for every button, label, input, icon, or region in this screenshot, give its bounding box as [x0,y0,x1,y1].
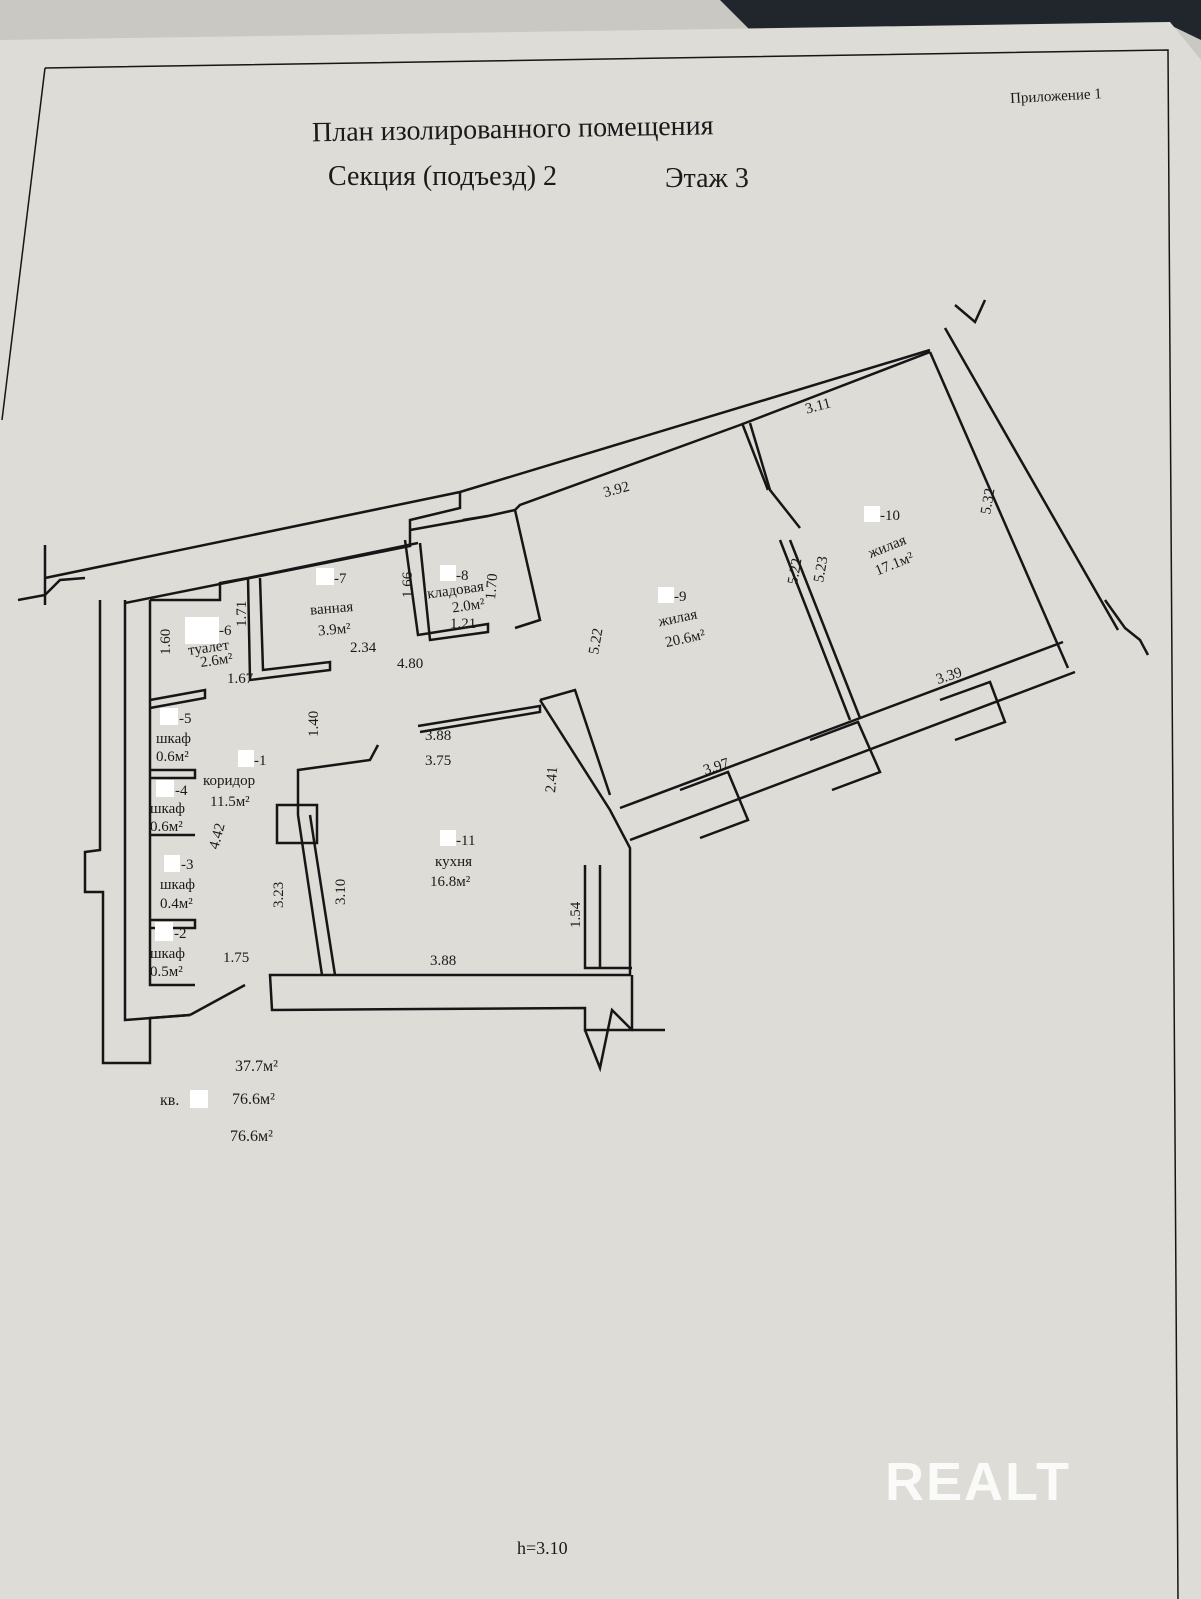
walls [17,299,1150,1073]
dim: 3.75 [425,753,451,769]
room-3-area: 0.4м² [160,896,193,912]
dim: 1.75 [223,950,249,966]
room-10-number: -10 [880,508,900,524]
room-1-area: 11.5м² [210,794,250,810]
room-9-number: -9 [674,589,687,605]
room-8-name: кладовая [426,579,485,603]
room-1-number: -1 [254,753,267,769]
room-7-name: ванная [309,599,353,619]
room-8-number: -8 [456,568,469,584]
room-3-name: шкаф [160,877,195,893]
redactions [155,506,880,1108]
ceiling-height: h=3.10 [517,1538,568,1558]
dim: 5.23 [811,555,831,584]
room-3-number: -3 [181,857,194,873]
dim: 1.67 [227,671,254,687]
room-6-number: -6 [219,623,232,639]
room-2-number: -2 [174,926,187,942]
realt-watermark-logo: REALT [885,1452,1071,1512]
room-2-name: шкаф [150,946,185,962]
section-label: Секция (подъезд) 2 [328,161,557,192]
dim: 5.22 [785,557,805,586]
dim: 3.88 [430,953,456,969]
plan-title: План изолированного помещения [312,110,714,148]
dim: 3.39 [934,665,964,688]
apartment-label: кв. [160,1092,179,1109]
dim: 1.60 [158,629,174,655]
room-5-area: 0.6м² [156,749,189,765]
room-11-number: -11 [456,833,475,849]
room-5-name: шкаф [156,731,191,747]
page-border-left [1,67,46,421]
room-1-name: коридор [203,773,255,789]
dim: 3.88 [425,728,451,744]
dim: 5.32 [978,487,998,516]
dim: 3.92 [602,479,631,501]
dim: 3.97 [701,755,731,778]
paper-sheet [0,22,1201,1599]
living-area-total: 37.7м² [235,1058,278,1075]
dimension-labels: 3.11 3.92 5.32 5.22 5.23 5.22 3.39 3.97 … [158,395,998,969]
apartment-total-area: 76.6м² [232,1091,275,1108]
room-4-number: -4 [175,783,188,799]
dim: 3.23 [271,882,287,908]
dim: 4.80 [397,656,423,672]
floor-label: Этаж 3 [665,163,749,194]
room-4-area: 0.6м² [150,819,183,835]
room-11-name: кухня [435,854,472,870]
dim: 1.54 [568,901,584,928]
dim: 3.11 [804,395,833,417]
dim: 5.22 [586,627,606,656]
room-6-area: 2.6м² [199,651,234,671]
room-7-area: 3.9м² [317,621,352,640]
room-8-area: 2.0м² [451,596,486,616]
room-2-area: 0.5м² [150,964,183,980]
dim: 3.10 [333,879,349,905]
dim: 1.70 [483,573,501,601]
room-7-number: -7 [334,571,347,587]
dim: 1.40 [306,711,322,737]
appendix-label: Приложение 1 [1010,86,1102,107]
room-6-name: туалет [187,637,230,659]
dim: 4.42 [206,822,228,851]
page-border [44,49,1179,1599]
room-11-area: 16.8м² [430,874,471,890]
dim: 2.34 [350,640,377,656]
dim: 1.71 [234,601,250,627]
dim: 1.66 [400,571,416,598]
room-5-number: -5 [179,711,192,727]
dim: 2.41 [543,766,561,794]
dim: 1.21 [450,616,476,632]
apartment-total-area-2: 76.6м² [230,1128,273,1145]
room-4-name: шкаф [150,801,185,817]
